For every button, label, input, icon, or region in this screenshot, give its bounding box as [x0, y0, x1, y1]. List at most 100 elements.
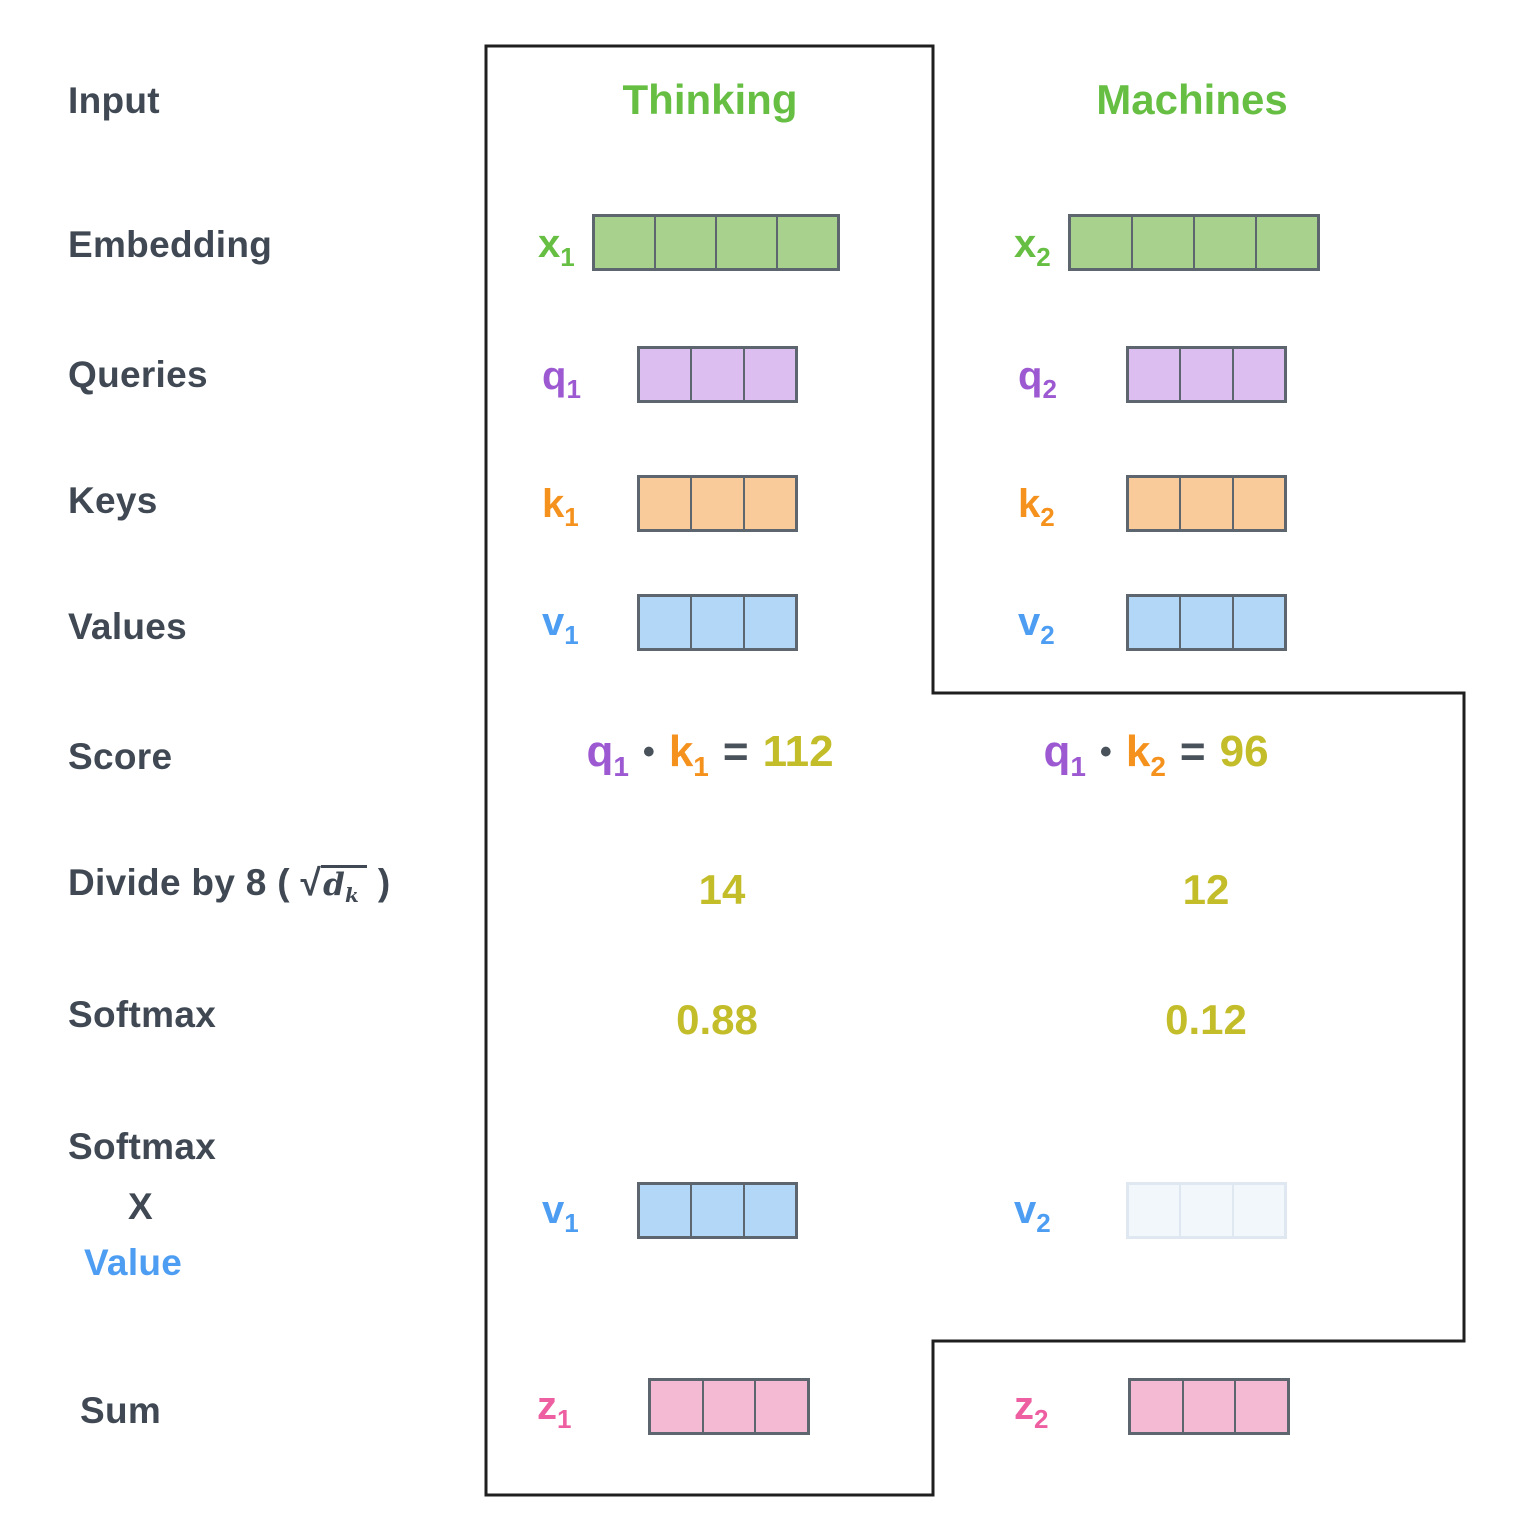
vector-cell: [744, 1185, 795, 1236]
score-equation-2: q1 • k2 = 96: [1043, 727, 1269, 782]
vector-cell: [744, 349, 795, 400]
weighted-value-label-v1: v1: [542, 1188, 579, 1236]
wv1-subscript: 1: [564, 1208, 579, 1238]
vector-cell: [1195, 217, 1257, 268]
z1-subscript: 1: [557, 1404, 572, 1434]
q1-subscript: 1: [566, 374, 581, 404]
query-vector-q2: [1126, 346, 1287, 403]
vector-cell: [744, 478, 795, 529]
sum-label-z2: z2: [1014, 1384, 1048, 1432]
vector-cell: [1129, 597, 1182, 648]
value-label-v2: v2: [1018, 600, 1055, 648]
value-label-v1: v1: [542, 600, 579, 648]
row-label-keys: Keys: [68, 480, 158, 521]
wv2-subscript: 2: [1036, 1208, 1051, 1238]
divided-score-1: 14: [698, 866, 746, 913]
q2-subscript: 2: [1042, 374, 1057, 404]
row-label-softmax-x-value-line2: X: [128, 1186, 153, 1227]
dot-product-icon: •: [642, 733, 655, 771]
token-header-machines: Machines: [1096, 76, 1288, 123]
score2-equals: =: [1179, 727, 1206, 776]
x2-letter: x: [1014, 222, 1037, 266]
key-vector-k2: [1126, 475, 1287, 532]
vector-cell: [778, 217, 837, 268]
k2-subscript: 2: [1040, 502, 1055, 532]
radicand-d: d: [323, 867, 346, 903]
row-label-queries: Queries: [68, 354, 208, 395]
wv1-letter: v: [542, 1188, 565, 1232]
vector-cell: [692, 349, 745, 400]
sqrt-radicand: dk: [321, 865, 368, 908]
vector-cell: [1129, 1185, 1182, 1236]
key-vector-k1: [637, 475, 798, 532]
vector-cell: [1181, 597, 1234, 648]
divided-score-2: 12: [1182, 866, 1230, 913]
vector-cell: [595, 217, 656, 268]
x2-subscript: 2: [1036, 242, 1051, 272]
score2-result: 96: [1219, 727, 1269, 776]
q1-letter: q: [542, 354, 567, 398]
vector-cell: [703, 1381, 757, 1432]
vector-cell: [640, 349, 693, 400]
score1-q1: q1: [586, 727, 629, 782]
v1-subscript: 1: [564, 620, 579, 650]
dot-product-icon: •: [1099, 733, 1112, 771]
sum-label-z1: z1: [537, 1384, 571, 1432]
q2-letter: q: [1018, 354, 1043, 398]
vector-cell: [1257, 217, 1317, 268]
sum-vector-z2: [1128, 1378, 1290, 1435]
key-label-k2: k2: [1018, 482, 1055, 530]
vector-cell: [1233, 349, 1284, 400]
score1-k1: k1: [668, 727, 709, 782]
k2-letter: k: [1018, 482, 1041, 526]
k1-letter: k: [542, 482, 565, 526]
x1-subscript: 1: [560, 242, 575, 272]
v2-letter: v: [1018, 600, 1041, 644]
vector-cell: [744, 597, 795, 648]
vector-cell: [1233, 597, 1284, 648]
vector-cell: [1133, 217, 1195, 268]
row-label-divide-by-8: Divide by 8 ( √dk ): [68, 862, 390, 906]
row-label-input: Input: [68, 80, 160, 121]
vector-cell: [640, 1185, 693, 1236]
vector-cell: [1129, 478, 1182, 529]
v1-letter: v: [542, 600, 565, 644]
sqrt-radical-sign: √: [300, 862, 322, 903]
vector-cell: [1071, 217, 1133, 268]
row-label-values: Values: [68, 606, 188, 647]
radicand-sub-k: k: [345, 883, 360, 908]
z1-letter: z: [537, 1384, 557, 1428]
token-header-thinking: Thinking: [622, 76, 798, 123]
z2-subscript: 2: [1034, 1404, 1049, 1434]
query-vector-q1: [637, 346, 798, 403]
vector-cell: [651, 1381, 704, 1432]
vector-cell: [640, 597, 693, 648]
divide-label-suffix: ): [377, 862, 391, 903]
k1-subscript: 1: [564, 502, 579, 532]
sum-vector-z1: [648, 1378, 810, 1435]
weighted-value-label-v2: v2: [1014, 1188, 1051, 1236]
query-label-q1: q1: [542, 354, 581, 402]
vector-cell: [1181, 349, 1234, 400]
query-label-q2: q2: [1018, 354, 1057, 402]
divide-label-prefix: Divide by 8 (: [68, 862, 290, 903]
score1-equals: =: [722, 727, 749, 776]
row-label-softmax: Softmax: [68, 994, 217, 1035]
x1-letter: x: [538, 222, 561, 266]
z2-letter: z: [1014, 1384, 1034, 1428]
row-label-softmax-x-value-line3: Value: [84, 1242, 183, 1283]
sqrt-dk-formula: √dk: [300, 862, 368, 908]
embedding-label-x1: x1: [538, 222, 575, 270]
softmax-value-1: 0.88: [676, 996, 758, 1043]
score2-k2: k2: [1125, 727, 1166, 782]
softmax-value-2: 0.12: [1165, 996, 1247, 1043]
vector-cell: [1233, 478, 1284, 529]
score2-q1: q1: [1043, 727, 1086, 782]
vector-cell: [756, 1381, 808, 1432]
score-equation-1: q1 • k1 = 112: [586, 727, 834, 782]
wv2-letter: v: [1014, 1188, 1037, 1232]
vector-cell: [1181, 1185, 1234, 1236]
score1-result: 112: [762, 727, 834, 776]
